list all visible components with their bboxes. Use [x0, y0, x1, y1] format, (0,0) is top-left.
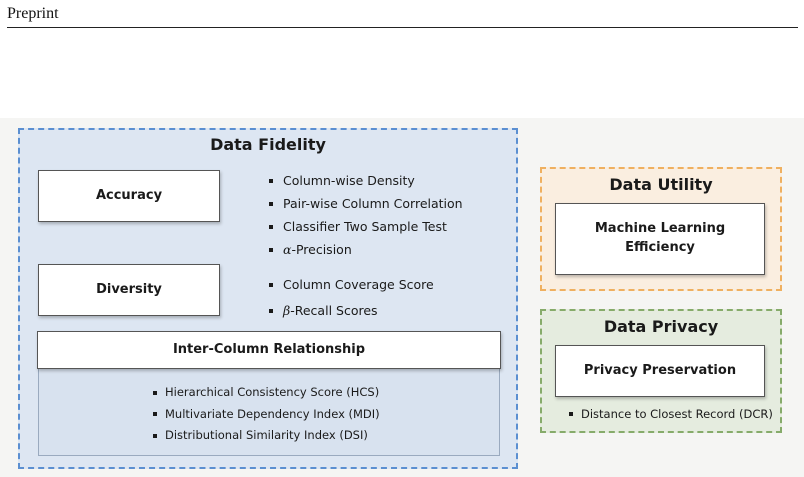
metric-alpha-precision: α-Precision	[269, 238, 463, 261]
data-privacy-title: Data Privacy	[603, 317, 719, 336]
metric-hierarchical-consistency-score: Hierarchical Consistency Score (HCS)	[153, 382, 380, 404]
data-utility-panel: Data Utility Machine Learning Efficiency	[540, 167, 782, 291]
metric-distributional-similarity-index: Distributional Similarity Index (DSI)	[153, 425, 380, 447]
alpha-symbol: α	[283, 242, 292, 257]
privacy-preservation-label: Privacy Preservation	[583, 362, 737, 378]
metric-column-coverage-score: Column Coverage Score	[269, 272, 434, 298]
preprint-label: Preprint	[7, 5, 59, 22]
ml-efficiency-box: Machine Learning Efficiency	[555, 203, 765, 275]
metric-column-wise-density: Column-wise Density	[269, 169, 463, 192]
data-privacy-panel: Data Privacy Privacy Preservation Distan…	[540, 309, 782, 433]
data-fidelity-title: Data Fidelity	[210, 135, 326, 154]
alpha-precision-text: -Precision	[291, 242, 352, 257]
inter-column-metrics-list: Hierarchical Consistency Score (HCS) Mul…	[153, 382, 380, 447]
metric-multivariate-dependency-index: Multivariate Dependency Index (MDI)	[153, 404, 380, 426]
privacy-metrics-list: Distance to Closest Record (DCR)	[569, 406, 773, 422]
data-utility-title: Data Utility	[609, 175, 713, 194]
metric-pair-wise-column-correlation: Pair-wise Column Correlation	[269, 192, 463, 215]
accuracy-box: Accuracy	[38, 170, 220, 222]
metric-classifier-two-sample-test: Classifier Two Sample Test	[269, 215, 463, 238]
ml-efficiency-line-2: Efficiency	[625, 240, 695, 255]
diversity-label: Diversity	[96, 281, 162, 297]
beta-recall-text: -Recall Scores	[290, 303, 378, 318]
metric-beta-recall-scores: β-Recall Scores	[269, 298, 434, 324]
diversity-metrics-list: Column Coverage Score β-Recall Scores	[269, 272, 434, 324]
beta-symbol: β	[283, 303, 291, 318]
inter-column-relationship-label: Inter-Column Relationship	[172, 341, 366, 357]
privacy-preservation-box: Privacy Preservation	[555, 345, 765, 397]
header-rule	[7, 27, 798, 28]
data-fidelity-panel: Data Fidelity Accuracy Column-wise Densi…	[18, 128, 518, 469]
inter-column-relationship-section: Inter-Column Relationship Hierarchical C…	[37, 331, 501, 456]
accuracy-metrics-list: Column-wise Density Pair-wise Column Cor…	[269, 169, 463, 261]
diversity-box: Diversity	[38, 264, 220, 316]
ml-efficiency-line-1: Machine Learning	[594, 221, 726, 237]
inter-column-relationship-box: Inter-Column Relationship	[37, 331, 501, 369]
accuracy-label: Accuracy	[95, 187, 163, 203]
metric-distance-to-closest-record: Distance to Closest Record (DCR)	[569, 406, 773, 422]
